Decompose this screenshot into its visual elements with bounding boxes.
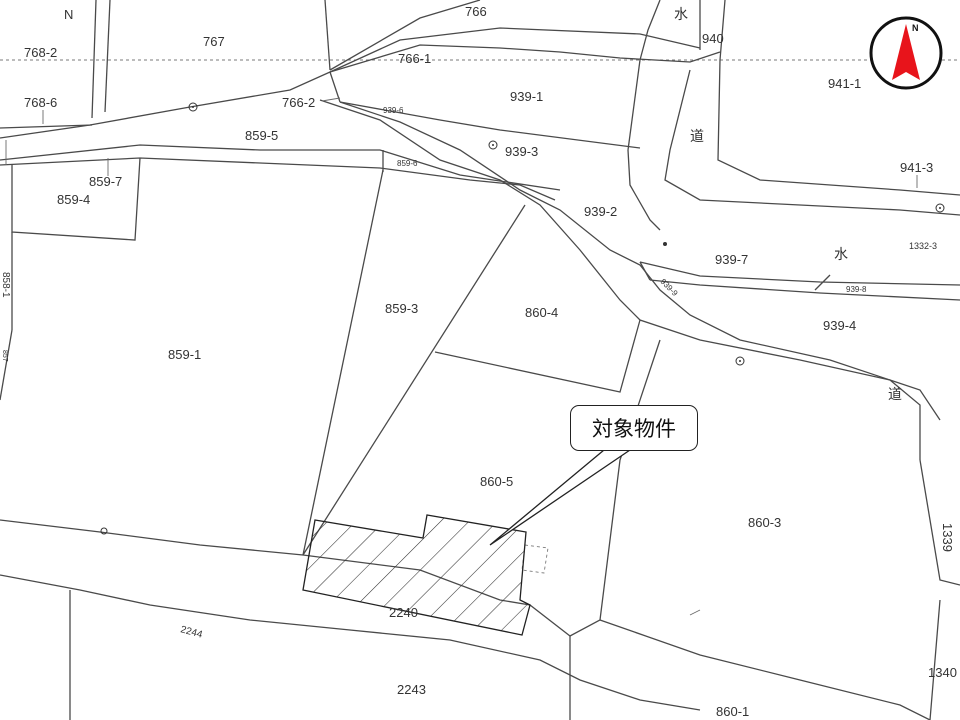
parcel-1332-3: 1332-3 (909, 241, 937, 251)
parcel-1340: 1340 (928, 665, 957, 680)
leader-arrows (5, 97, 918, 188)
target-property-area[interactable] (302, 514, 531, 636)
target-property-callout: 対象物件 (570, 405, 698, 451)
parcel-766: 766 (465, 4, 487, 19)
parcel-857: 857 (1, 350, 8, 362)
parcel-939-8: 939-8 (846, 285, 867, 294)
parcel-768-6: 768-6 (24, 95, 57, 110)
parcel-766-2: 766-2 (282, 95, 315, 110)
road-label-1: 道 (690, 129, 704, 145)
parcel-858-1: 858-1 (0, 272, 11, 298)
feature-labels: 水 水 道 道 (674, 7, 902, 403)
parcel-859-6: 859-6 (397, 159, 418, 168)
parcel-939-3: 939-3 (505, 144, 538, 159)
parcel-941-3: 941-3 (900, 160, 933, 175)
water-label-1: 水 (674, 7, 688, 23)
parcel-860-1: 860-1 (716, 704, 749, 719)
water-label-2: 水 (834, 247, 848, 263)
parcel-2244: 2244 (179, 624, 204, 640)
parcel-860-3: 860-3 (748, 515, 781, 530)
parcel-859-5: 859-5 (245, 128, 278, 143)
parcel-940: 940 (702, 31, 724, 46)
parcel-766-1: 766-1 (398, 51, 431, 66)
parcel-767: 767 (203, 34, 225, 49)
compass-n-label: N (912, 23, 919, 33)
callout-text: 対象物件 (592, 417, 676, 441)
north-label: N (64, 7, 73, 22)
parcel-1339: 1339 (940, 523, 955, 552)
parcel-939-6: 939-6 (383, 106, 404, 115)
callout-pointer (489, 449, 631, 546)
adjacent-dashed-plot (521, 544, 549, 574)
parcel-2240: 2240 (389, 605, 418, 620)
parcel-860-5: 860-5 (480, 474, 513, 489)
parcel-859-7: 859-7 (89, 174, 122, 189)
parcel-939-9: 939-9 (659, 277, 680, 298)
parcel-2243: 2243 (397, 682, 426, 697)
parcel-860-4: 860-4 (525, 305, 558, 320)
parcel-939-4: 939-4 (823, 318, 856, 333)
parcel-859-3: 859-3 (385, 301, 418, 316)
parcel-labels: N 767 766 766-1 766-2 768-2 768-6 939-1 … (0, 4, 957, 719)
parcel-941-1: 941-1 (828, 76, 861, 91)
parcel-939-2: 939-2 (584, 204, 617, 219)
road-label-2: 道 (888, 387, 902, 403)
north-compass-icon: N (869, 16, 943, 90)
parcel-939-7: 939-7 (715, 252, 748, 267)
parcel-859-1: 859-1 (168, 347, 201, 362)
parcel-859-4: 859-4 (57, 192, 90, 207)
parcel-939-1: 939-1 (510, 89, 543, 104)
parcel-768-2: 768-2 (24, 45, 57, 60)
benchmark-markers (100, 102, 945, 535)
